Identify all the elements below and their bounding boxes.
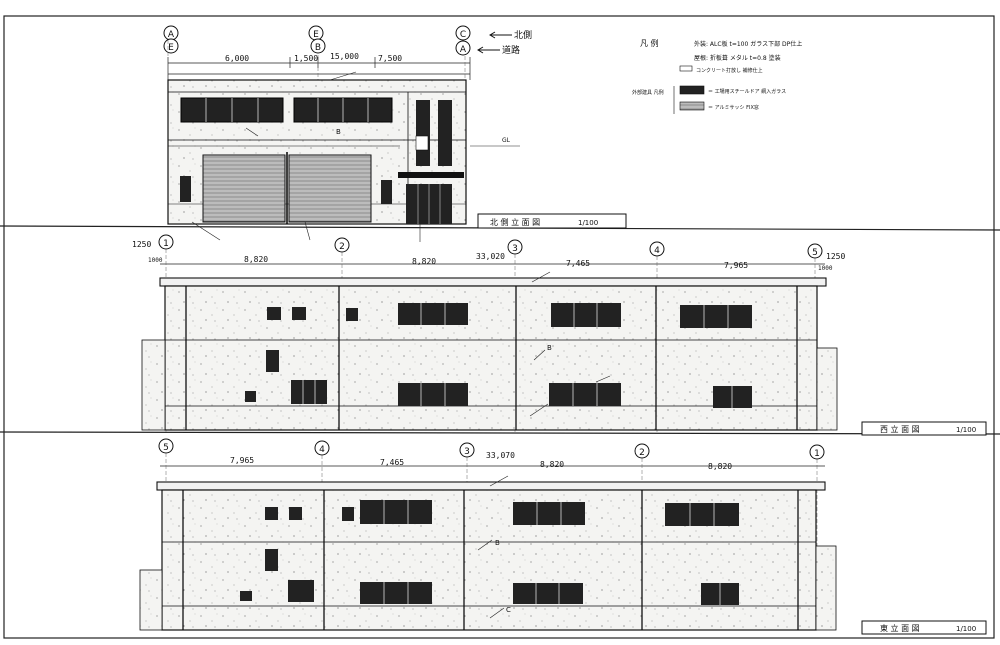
side-window-right xyxy=(381,180,392,204)
svg-text:7,465: 7,465 xyxy=(566,259,590,268)
tower-window-1 xyxy=(416,100,430,166)
svg-text:7,965: 7,965 xyxy=(724,261,748,270)
row-divider-2 xyxy=(0,431,1000,435)
svg-text:6,000: 6,000 xyxy=(225,54,249,63)
svg-text:西 立 面 図: 西 立 面 図 xyxy=(880,424,920,434)
upper-window-band xyxy=(180,97,393,123)
sheet-frame xyxy=(3,15,995,639)
svg-text:7,500: 7,500 xyxy=(378,54,402,63)
svg-text:8,820: 8,820 xyxy=(244,255,268,264)
side-window-left xyxy=(180,176,191,202)
svg-text:B: B xyxy=(495,539,500,547)
svg-text:東 立 面 図: 東 立 面 図 xyxy=(880,623,920,633)
svg-text:＝ 工場用スチールドア 網入ガラス: ＝ 工場用スチールドア 網入ガラス xyxy=(708,88,786,95)
svg-text:屋根: 折板葺 メタル t=0.8 塗装: 屋根: 折板葺 メタル t=0.8 塗装 xyxy=(694,54,781,62)
svg-text:＝ アルミサッシ FIX窓: ＝ アルミサッシ FIX窓 xyxy=(708,104,759,111)
east-windows xyxy=(240,500,739,605)
svg-text:8,820: 8,820 xyxy=(412,257,436,266)
north-title-box xyxy=(477,213,627,229)
west-parapet xyxy=(159,277,827,287)
svg-text:15,000: 15,000 xyxy=(330,52,359,61)
grid-marker-mid: 1 2 3 4 5 xyxy=(158,234,823,259)
svg-text:凡 例: 凡 例 xyxy=(640,38,659,48)
svg-text:1250: 1250 xyxy=(132,240,151,249)
direction-arrows: 北側 道路 xyxy=(477,29,532,56)
svg-text:GL: GL xyxy=(502,137,511,144)
svg-text:B: B xyxy=(315,43,321,53)
svg-text:3: 3 xyxy=(464,447,470,457)
shutter-left xyxy=(202,154,286,223)
entrance-canopy xyxy=(398,172,464,178)
svg-text:外装: ALC板 t=100 ガラス下部 DP仕上: 外装: ALC板 t=100 ガラス下部 DP仕上 xyxy=(694,40,802,48)
svg-text:E: E xyxy=(168,43,174,53)
east-parapet xyxy=(156,481,826,491)
svg-text:2: 2 xyxy=(639,448,645,458)
svg-text:コンクリート打放し 補修仕上: コンクリート打放し 補修仕上 xyxy=(696,67,763,74)
svg-text:1/100: 1/100 xyxy=(956,625,976,633)
svg-text:B: B xyxy=(547,344,552,352)
tower-window-2 xyxy=(438,100,452,166)
west-windows xyxy=(245,303,752,408)
legend: 凡 例 外装: ALC板 t=100 ガラス下部 DP仕上 屋根: 折板葺 メタ… xyxy=(632,38,802,114)
svg-text:8,820: 8,820 xyxy=(540,460,564,469)
svg-text:A: A xyxy=(460,45,467,55)
svg-text:C: C xyxy=(460,30,466,40)
svg-text:5: 5 xyxy=(812,248,818,258)
svg-text:1: 1 xyxy=(814,449,820,459)
svg-text:3: 3 xyxy=(512,244,518,254)
svg-text:7,965: 7,965 xyxy=(230,456,254,465)
east-title-box xyxy=(861,620,987,635)
west-elevation: 1 2 3 4 5 1250 1250 1000 1000 33,020 8,8… xyxy=(132,234,987,436)
svg-text:道路: 道路 xyxy=(502,44,520,56)
svg-text:1000: 1000 xyxy=(818,265,833,272)
svg-text:33,020: 33,020 xyxy=(476,252,505,261)
svg-text:5: 5 xyxy=(163,443,169,453)
svg-text:4: 4 xyxy=(654,246,660,256)
grid-marker-top: A E E B C A xyxy=(163,25,471,56)
svg-text:E: E xyxy=(313,30,319,40)
shutter-right xyxy=(288,154,372,223)
svg-text:4: 4 xyxy=(319,445,325,455)
svg-text:1: 1 xyxy=(163,239,169,249)
svg-text:1/100: 1/100 xyxy=(956,426,976,434)
svg-text:C: C xyxy=(506,606,511,614)
grid-marker-bot: 5 4 3 2 1 xyxy=(158,438,825,460)
north-elevation: A E E B C A 北側 道路 xyxy=(163,25,627,242)
svg-text:1250: 1250 xyxy=(826,252,845,261)
svg-text:1000: 1000 xyxy=(148,257,163,264)
svg-text:8,820: 8,820 xyxy=(708,462,732,471)
svg-text:1/100: 1/100 xyxy=(578,219,598,227)
svg-text:北 側 立 面 図: 北 側 立 面 図 xyxy=(490,217,540,227)
east-elevation: 5 4 3 2 1 33,070 7,965 7,465 8,820 8,820 xyxy=(139,438,987,635)
svg-text:33,070: 33,070 xyxy=(486,451,515,460)
svg-text:外部建具 凡例: 外部建具 凡例 xyxy=(632,89,664,96)
west-title-box xyxy=(861,421,987,436)
svg-text:B: B xyxy=(336,128,341,136)
svg-text:1,500: 1,500 xyxy=(294,54,318,63)
svg-text:7,465: 7,465 xyxy=(380,458,404,467)
svg-text:2: 2 xyxy=(339,242,345,252)
svg-text:A: A xyxy=(168,30,175,40)
svg-text:北側: 北側 xyxy=(514,29,532,41)
